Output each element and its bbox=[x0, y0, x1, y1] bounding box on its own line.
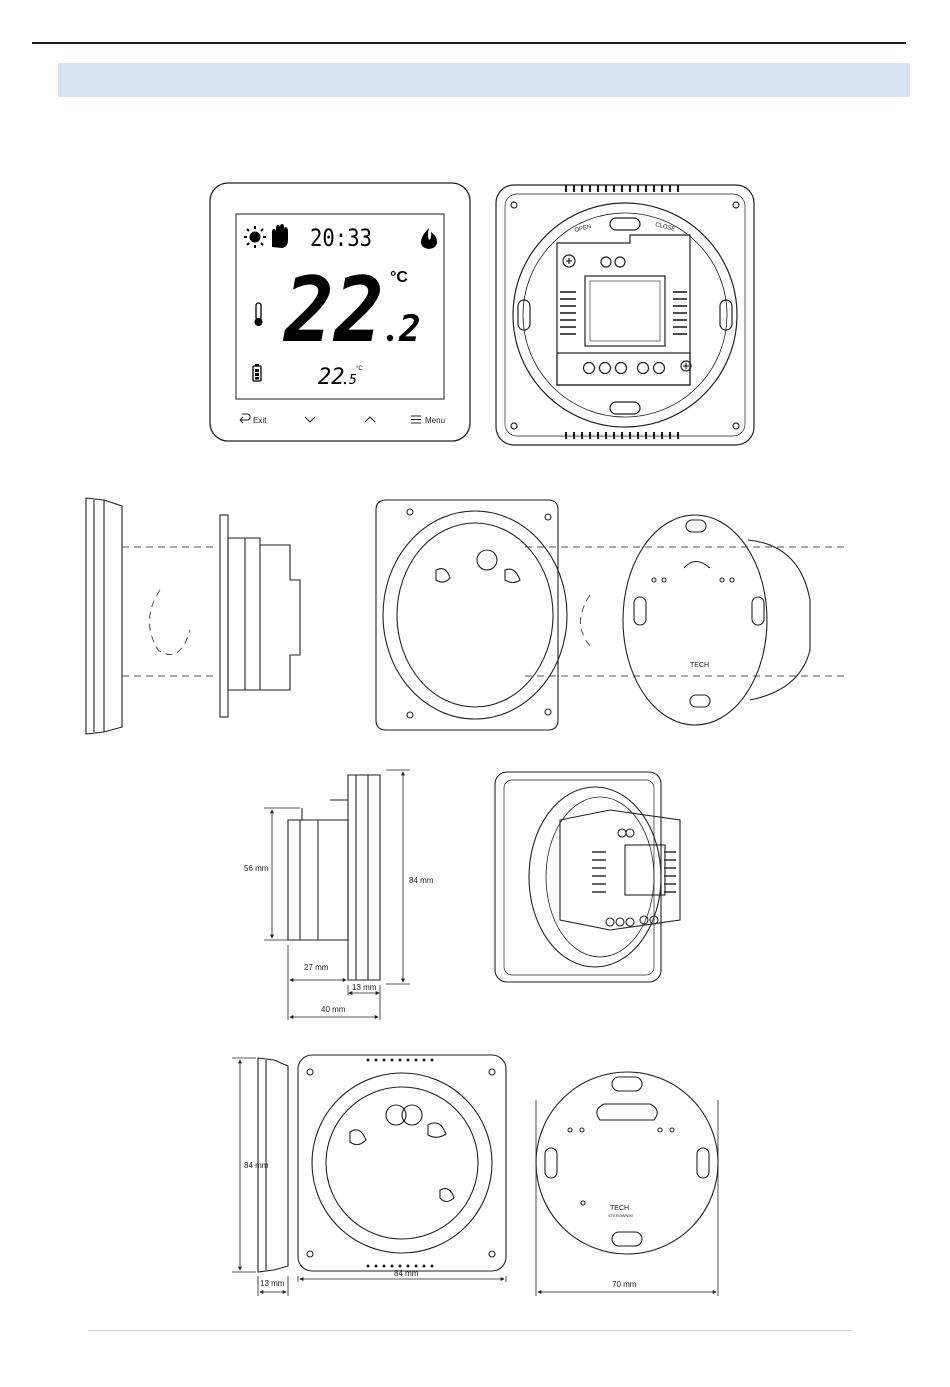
base-brand-subtitle: STEROWNIKI bbox=[608, 1213, 633, 1218]
current-temperature-decimal: 2 bbox=[398, 309, 421, 350]
dim-13mm-bottom: 13 mm bbox=[260, 1279, 285, 1288]
up-chevron-icon[interactable] bbox=[365, 417, 375, 422]
dim-84mm-height: 84 mm bbox=[244, 1161, 269, 1170]
thermostat-back bbox=[496, 185, 754, 445]
menu-label: Menu bbox=[425, 416, 445, 425]
thermostat-buttons: Exit Menu bbox=[240, 414, 445, 425]
mounting-frame-perspective bbox=[376, 500, 567, 730]
dim-84mm-side: 84 mm bbox=[409, 876, 434, 885]
footer-rule bbox=[88, 1330, 852, 1331]
dim-56mm: 56 mm bbox=[244, 864, 269, 873]
body-side-view bbox=[220, 515, 300, 717]
flame-icon bbox=[421, 228, 437, 249]
back-perspective-lines bbox=[592, 852, 676, 892]
base-brand-perspective: TECH bbox=[690, 662, 709, 669]
thermometer-icon bbox=[255, 303, 263, 326]
frame-front-view bbox=[298, 1055, 506, 1271]
assembly-guides bbox=[122, 547, 848, 676]
set-temperature-unit: °C bbox=[356, 366, 363, 372]
down-chevron-icon[interactable] bbox=[305, 417, 315, 422]
dimensioned-side-view bbox=[288, 775, 380, 980]
side-dimension-lines bbox=[264, 770, 410, 1020]
lcd-screen: 20:33 22 2 °C 22 5 °C bbox=[244, 224, 437, 390]
base-brand-front: TECH bbox=[610, 1205, 629, 1212]
menu-list-icon bbox=[411, 416, 421, 423]
menu-button[interactable]: Menu bbox=[411, 416, 445, 425]
base-plate-front bbox=[536, 1072, 718, 1254]
dim-84mm-width: 84 mm bbox=[394, 1269, 419, 1278]
exit-arrow-icon bbox=[240, 414, 250, 423]
frame-side-view bbox=[86, 498, 122, 734]
set-temperature: 22 bbox=[318, 365, 345, 390]
bottom-dimension-lines bbox=[232, 1058, 718, 1296]
close-label: CLOSE bbox=[655, 222, 676, 233]
current-temperature: 22 bbox=[282, 258, 384, 363]
dim-40mm: 40 mm bbox=[321, 1005, 346, 1014]
exit-button[interactable]: Exit bbox=[240, 414, 267, 425]
dim-13mm-side: 13 mm bbox=[352, 983, 377, 992]
sun-icon bbox=[244, 226, 266, 248]
dim-70mm: 70 mm bbox=[612, 1280, 637, 1289]
decimal-point bbox=[387, 335, 393, 341]
dim-27mm: 27 mm bbox=[304, 963, 329, 972]
set-temperature-decimal: 5 bbox=[349, 373, 357, 388]
hand-icon bbox=[272, 224, 288, 248]
exit-label: Exit bbox=[253, 416, 267, 425]
back-terminal-lines bbox=[560, 292, 687, 334]
battery-icon bbox=[253, 364, 261, 381]
back-perspective-view bbox=[495, 772, 680, 982]
clock-time: 20:33 bbox=[310, 224, 372, 252]
temperature-unit: °C bbox=[390, 269, 408, 286]
